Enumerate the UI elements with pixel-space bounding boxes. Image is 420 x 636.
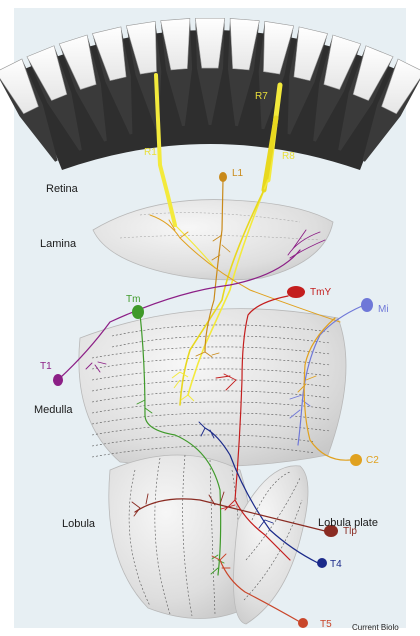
tm-soma [132, 305, 144, 319]
r1-label: R1 [144, 148, 157, 158]
mi-label: Mi [378, 305, 389, 315]
journal-credit: Current Biolo [352, 624, 399, 632]
medulla-neuropil [79, 309, 346, 467]
lamina-label: Lamina [40, 239, 76, 250]
lobula-label: Lobula [62, 519, 95, 530]
lamina-neuropil [93, 200, 333, 280]
t1-soma [53, 374, 63, 386]
t5-soma [298, 618, 308, 628]
tlp-label: Tlp [343, 527, 357, 537]
l1-soma [219, 172, 227, 182]
c2-label: C2 [366, 456, 379, 466]
t5-label: T5 [320, 620, 332, 630]
r8-label: R8 [282, 152, 295, 162]
tm-label: Tm [126, 295, 140, 305]
tmy-label: TmY [310, 288, 331, 298]
c2-soma [350, 454, 362, 466]
t4-label: T4 [330, 560, 342, 570]
r7-label: R7 [255, 92, 268, 102]
mi-soma [361, 298, 373, 312]
retina-ommatidia [0, 18, 420, 170]
t4-soma [317, 558, 327, 568]
l1-label: L1 [232, 169, 243, 179]
medulla-label: Medulla [34, 405, 73, 416]
retina-label: Retina [46, 184, 78, 195]
t1-label: T1 [40, 362, 52, 372]
tmy-soma [287, 286, 305, 298]
lobula-neuropil [109, 455, 252, 619]
